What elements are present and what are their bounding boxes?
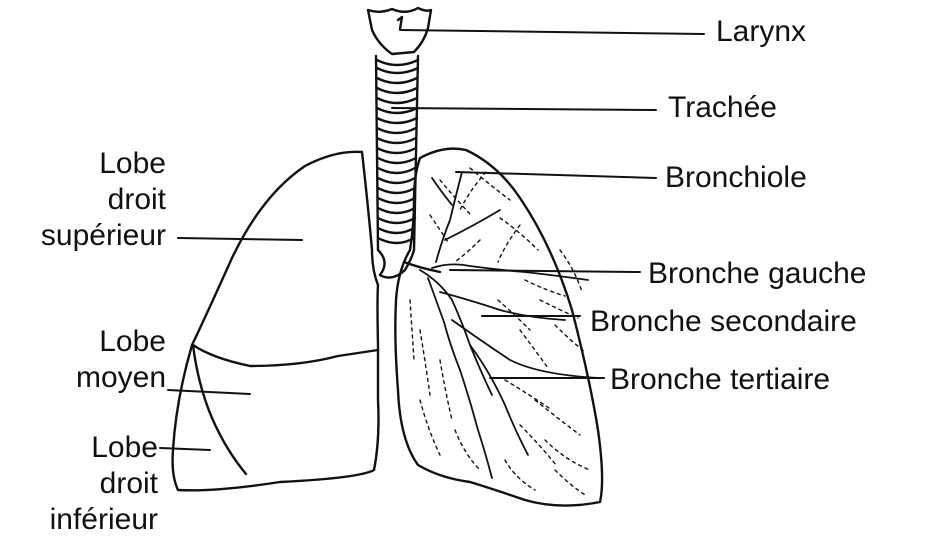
label-lobe-superieur: Lobe droit supérieur (0, 146, 166, 254)
label-lobe-moyen-line2: moyen (0, 360, 166, 396)
bronchial-tree (420, 172, 600, 478)
right-lung-shape (173, 152, 379, 491)
label-bronchiole: Bronchiole (665, 160, 807, 196)
bronchiole-texture (410, 168, 590, 495)
label-lobe-inferieur-line1: Lobe (0, 430, 158, 466)
left-lung-shape (395, 149, 602, 506)
label-lobe-superieur-line2: droit (0, 182, 166, 218)
label-lobe-moyen: Lobe moyen (0, 324, 166, 396)
label-bronche-secondaire: Bronche secondaire (590, 304, 857, 340)
label-lobe-inferieur: Lobe droit inférieur (0, 430, 158, 538)
trachea-shape (376, 56, 440, 278)
label-lobe-inferieur-line3: inférieur (0, 502, 158, 538)
label-bronche-gauche: Bronche gauche (648, 256, 867, 292)
label-lobe-superieur-line1: Lobe (0, 146, 166, 182)
label-lobe-superieur-line3: supérieur (0, 218, 166, 254)
label-larynx: Larynx (716, 14, 806, 50)
label-trachee: Trachée (668, 90, 777, 126)
label-lobe-inferieur-line2: droit (0, 466, 158, 502)
label-bronche-tertiaire: Bronche tertiaire (610, 362, 830, 398)
label-lobe-moyen-line1: Lobe (0, 324, 166, 360)
